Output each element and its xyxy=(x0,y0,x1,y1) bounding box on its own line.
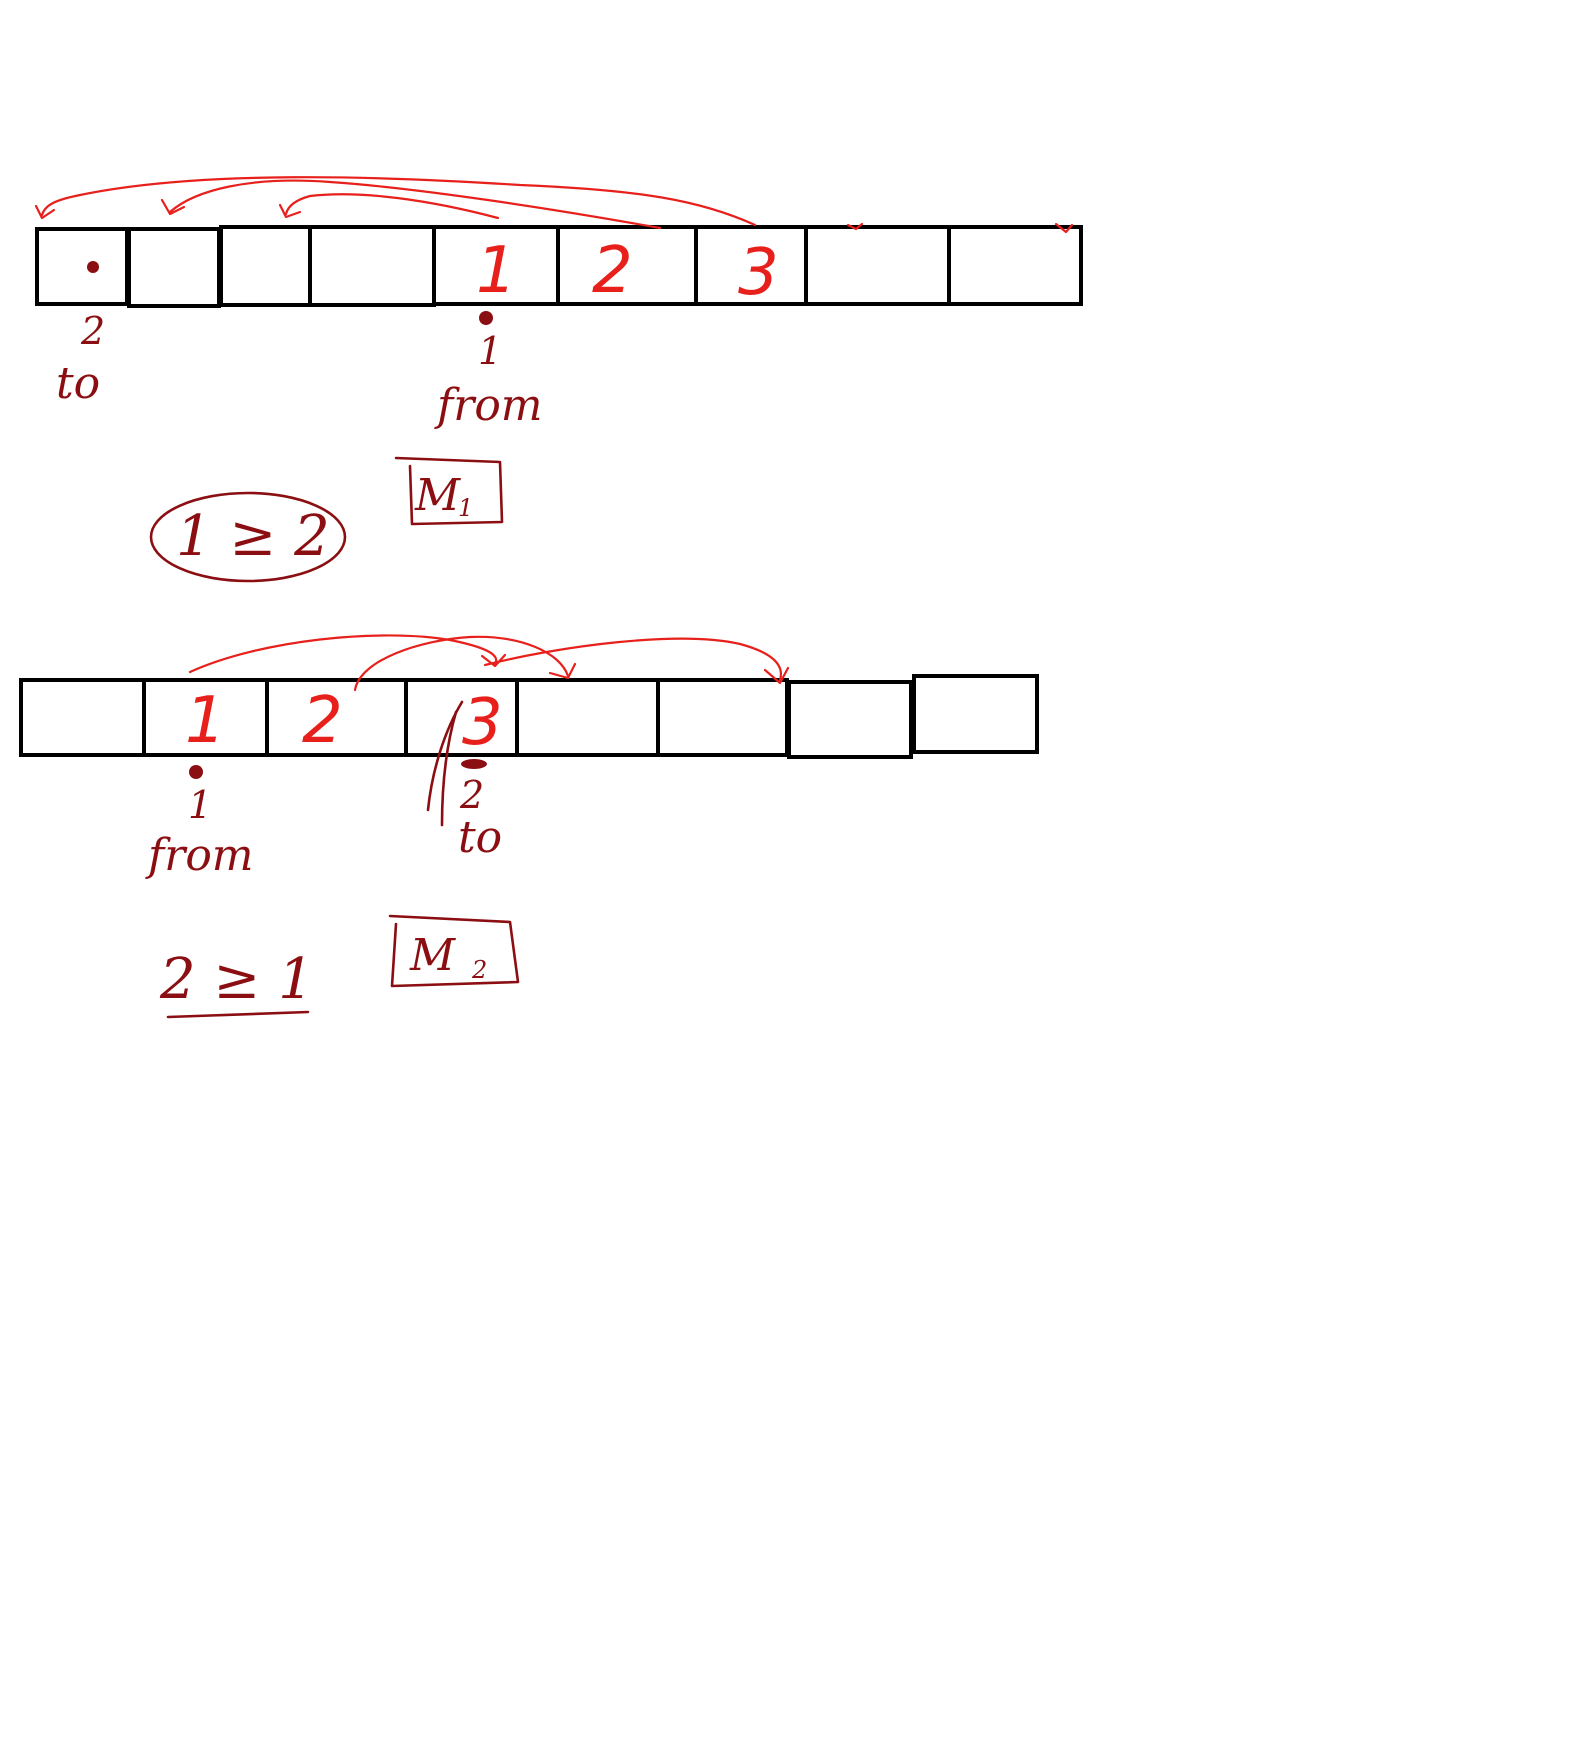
array-1-from-label: from xyxy=(434,380,543,431)
arrow-3-to-0 xyxy=(40,176,757,227)
m2-box xyxy=(388,914,520,988)
array-2-from-label: from xyxy=(145,830,254,881)
array-1-to-label: to xyxy=(56,358,100,409)
comparison-1-ellipse xyxy=(149,491,347,583)
m2-subscript: 2 xyxy=(471,956,487,984)
arrow-1-to-4 xyxy=(188,634,498,674)
arrow-3-to-6 xyxy=(483,637,783,682)
array-2-cell-4 xyxy=(515,678,660,757)
array-2-value-2: 2 xyxy=(302,684,343,758)
m1-label: M xyxy=(414,470,461,521)
array-1-cell-0 xyxy=(35,227,129,306)
array-1 xyxy=(35,225,1083,308)
array-1-cell-2 xyxy=(219,225,312,307)
array-1-value-2: 2 xyxy=(592,234,633,308)
array-2-cell-7 xyxy=(912,674,1039,754)
array-1-cell-8 xyxy=(947,225,1083,306)
array-2-to-index: 2 xyxy=(459,773,484,817)
tick-7 xyxy=(846,222,864,231)
comparison-1-text: 1 ≥ 2 xyxy=(176,504,330,569)
array-1-shift-arrows xyxy=(34,176,1074,234)
array-1-value-3: 3 xyxy=(738,236,779,310)
array-1-to-dot xyxy=(87,261,99,273)
comparison-2-text: 2 ≥ 1 xyxy=(159,947,314,1012)
array-2-shift-arrows xyxy=(188,634,790,692)
array-2-cell-6 xyxy=(787,680,913,759)
tick-8 xyxy=(1054,222,1074,234)
array-1-cell-1 xyxy=(127,227,221,308)
m2-label: M xyxy=(409,930,456,981)
array-1-cell-7 xyxy=(804,225,951,306)
comparison-2-underline xyxy=(166,1010,310,1019)
arrow-1-to-2 xyxy=(284,193,500,220)
array-2-cell-5 xyxy=(656,678,789,757)
array-1-cell-3 xyxy=(308,225,436,307)
array-2-value-1: 1 xyxy=(185,684,226,758)
arrow-2-to-5 xyxy=(353,635,570,692)
array-2 xyxy=(19,674,1039,759)
array-1-value-1: 1 xyxy=(476,234,517,308)
array-1-from-dot xyxy=(479,311,493,325)
m1-subscript: 1 xyxy=(458,494,473,522)
array-2-from-index: 1 xyxy=(188,783,212,827)
array-2-value-3: 3 xyxy=(462,686,503,760)
array-2-to-label: to xyxy=(458,812,502,863)
array-2-to-dot xyxy=(461,759,487,769)
array-2-cell-0 xyxy=(19,678,146,757)
arrow-2-to-1 xyxy=(168,179,662,230)
array-1-to-index: 2 xyxy=(80,309,105,353)
array-1-from-index: 1 xyxy=(478,329,502,373)
m1-box xyxy=(394,456,504,526)
array-2-from-dot xyxy=(189,765,203,779)
